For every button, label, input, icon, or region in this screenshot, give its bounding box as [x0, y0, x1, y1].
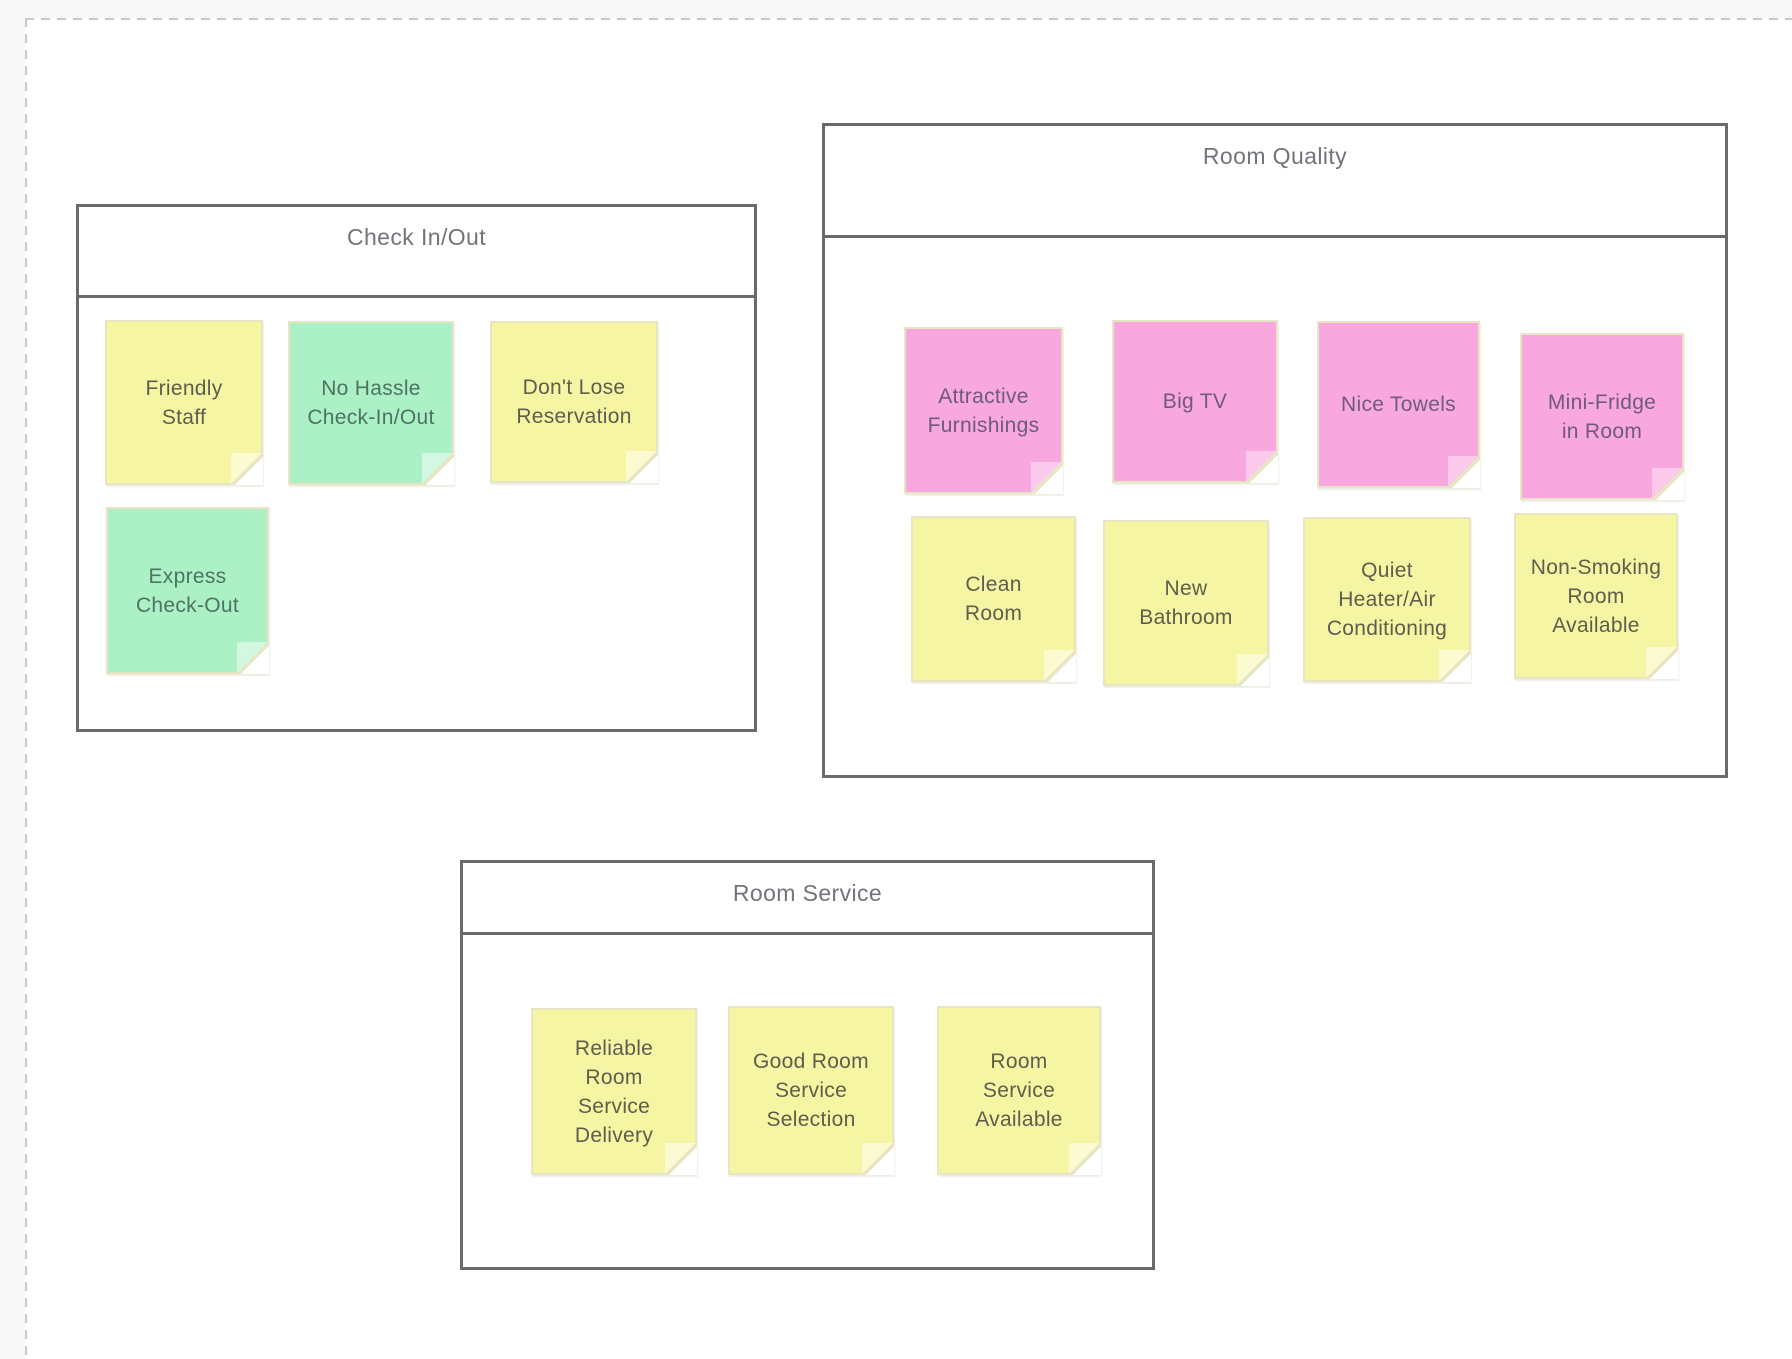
folded-corner-icon [1031, 462, 1063, 494]
sticky-note-text: Clean Room [964, 573, 1023, 625]
sticky-note-text: Quiet Heater/Air Conditioning [1326, 559, 1448, 640]
group-title-room-service: Room Service [463, 863, 1152, 935]
sticky-note[interactable]: Attractive Furnishings [904, 327, 1063, 494]
sticky-note[interactable]: Reliable Room Service Delivery [531, 1008, 697, 1175]
folded-corner-icon [1448, 456, 1480, 488]
group-body-check-in-out: Friendly Staff No Hassle Check-In/Out Don'… [79, 207, 754, 729]
sticky-note-text: Mini-Fridge in Room [1547, 390, 1657, 443]
sticky-note[interactable]: No Hassle Check-In/Out [288, 321, 454, 485]
folded-corner-icon [1439, 650, 1471, 682]
folded-corner-icon [1044, 650, 1076, 682]
sticky-note-text: Room Service Available [975, 1050, 1063, 1131]
sticky-note-text: Friendly Staff [145, 376, 223, 429]
page-border-dashed-top [25, 18, 1792, 20]
folded-corner-icon [231, 453, 263, 485]
group-title-room-quality: Room Quality [825, 126, 1725, 238]
page-border-dashed-left [25, 18, 27, 1359]
page-margin-top [0, 0, 1792, 18]
sticky-note[interactable]: New Bathroom [1103, 520, 1269, 686]
sticky-note[interactable]: Friendly Staff [105, 320, 263, 485]
sticky-note[interactable]: Room Service Available [937, 1006, 1101, 1175]
folded-corner-icon [237, 642, 269, 674]
sticky-note-text: Nice Towels [1341, 393, 1456, 416]
sticky-note[interactable]: Mini-Fridge in Room [1520, 333, 1684, 500]
sticky-note-text: Big TV [1162, 390, 1228, 413]
sticky-note-text: New Bathroom [1139, 577, 1233, 629]
sticky-note-text: No Hassle Check-In/Out [307, 377, 435, 429]
folded-corner-icon [1246, 451, 1278, 483]
folded-corner-icon [1237, 654, 1269, 686]
group-body-room-service: Reliable Room Service Delivery Good Room … [463, 863, 1152, 1267]
sticky-note[interactable]: Big TV [1112, 320, 1278, 483]
folded-corner-icon [1652, 468, 1684, 500]
sticky-note[interactable]: Express Check-Out [106, 507, 269, 674]
sticky-note[interactable]: Don't Lose Reservation [490, 321, 658, 483]
sticky-note[interactable]: Quiet Heater/Air Conditioning [1303, 517, 1471, 682]
folded-corner-icon [626, 451, 658, 483]
folded-corner-icon [862, 1143, 894, 1175]
sticky-note[interactable]: Nice Towels [1317, 321, 1480, 488]
group-title-check-in-out: Check In/Out [79, 207, 754, 298]
sticky-note-text: Express Check-Out [135, 564, 240, 617]
sticky-note-text: Non-Smoking Room Available [1530, 555, 1662, 637]
sticky-note-text: Reliable Room Service Delivery [574, 1036, 654, 1147]
folded-corner-icon [1646, 647, 1678, 679]
folded-corner-icon [665, 1143, 697, 1175]
folded-corner-icon [422, 453, 454, 485]
folded-corner-icon [1069, 1143, 1101, 1175]
sticky-note[interactable]: Clean Room [911, 516, 1076, 682]
sticky-note[interactable]: Good Room Service Selection [728, 1006, 894, 1175]
sticky-note-text: Don't Lose Reservation [516, 376, 632, 428]
page-margin-left [0, 0, 25, 1359]
sticky-note-text: Attractive Furnishings [927, 384, 1040, 437]
group-body-room-quality: Attractive Furnishings Big TV Nice Towels M… [825, 126, 1725, 775]
sticky-note-text: Good Room Service Selection [753, 1050, 869, 1131]
sticky-note[interactable]: Non-Smoking Room Available [1514, 513, 1678, 679]
